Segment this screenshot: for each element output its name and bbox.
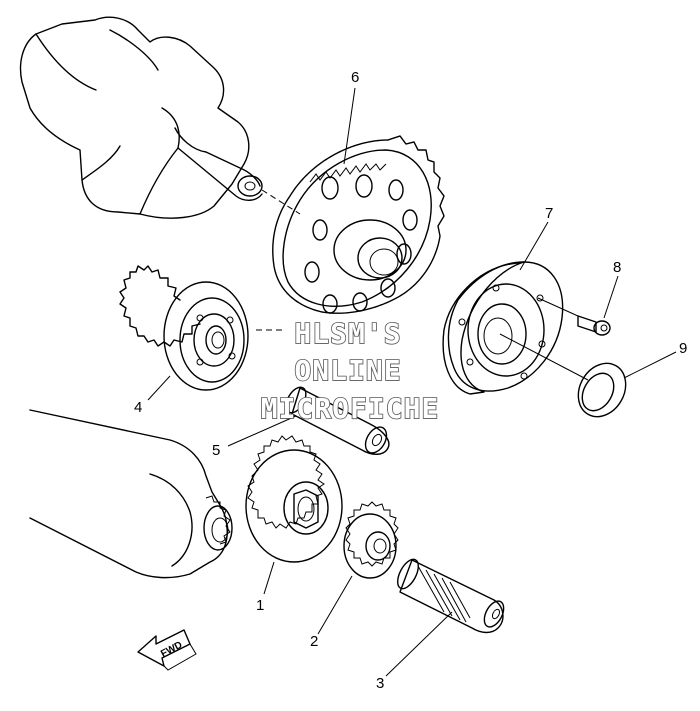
small-gear-part-2	[343, 501, 399, 579]
splined-shaft-part-3	[396, 558, 505, 634]
callout-9: 9	[679, 340, 687, 357]
callout-1: 1	[256, 597, 264, 614]
leader-6	[343, 87, 356, 165]
callout-8: 8	[613, 259, 621, 276]
gear-part-1	[245, 435, 343, 563]
callout-6: 6	[351, 69, 359, 86]
watermark-line-2: ONLINE	[294, 354, 401, 387]
leader-8	[603, 275, 619, 319]
leader-7	[519, 221, 549, 271]
callout-3: 3	[376, 675, 384, 692]
shaft-pin-part-5	[285, 386, 390, 455]
transmission-shaft-drawing	[29, 409, 233, 579]
leader-2	[317, 575, 353, 635]
forward-direction-arrow: FWD	[137, 629, 197, 671]
leader-4	[147, 375, 171, 401]
bearing-plate-part-7	[442, 261, 589, 395]
callout-5: 5	[212, 442, 220, 459]
crankshaft-drawing	[19, 16, 301, 219]
watermark: HLSM'S ONLINE MICROFICHE	[260, 316, 440, 426]
callout-leaders	[147, 87, 677, 677]
fwd-label: FWD	[159, 640, 184, 660]
watermark-line-3: MICROFICHE	[261, 392, 440, 425]
watermark-line-1: HLSM'S	[294, 317, 401, 350]
callout-4: 4	[134, 399, 142, 416]
bearing-gear-part-4	[119, 265, 282, 391]
callout-numbers: 6 7 8 9 4 5 1 2 3	[134, 69, 687, 692]
leader-5	[227, 415, 297, 447]
leader-1	[263, 561, 275, 595]
leader-9	[623, 351, 677, 379]
bolt-part-8	[577, 315, 611, 336]
leader-3	[385, 611, 453, 677]
washer-part-9	[577, 362, 627, 418]
large-gear-part-6	[272, 135, 445, 314]
callout-7: 7	[545, 205, 553, 222]
callout-2: 2	[310, 633, 318, 650]
